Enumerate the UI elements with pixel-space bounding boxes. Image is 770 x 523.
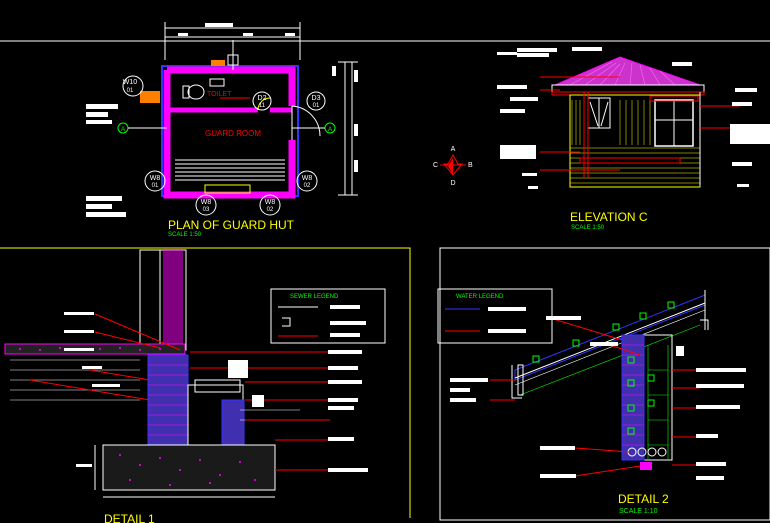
tag-w8b-code: W8 bbox=[302, 175, 313, 182]
compass-icon bbox=[440, 153, 466, 176]
tag-w8d-num: 02 bbox=[267, 207, 274, 213]
plan-drawing bbox=[86, 22, 358, 217]
toilet-room-label: TOILET bbox=[207, 91, 232, 98]
plan-title: PLAN OF GUARD HUT bbox=[168, 218, 295, 232]
water-legend-items bbox=[445, 307, 526, 333]
compass-s: D bbox=[450, 180, 455, 187]
detail2-scale: SCALE 1:10 bbox=[619, 508, 658, 515]
detail2-frame bbox=[439, 247, 770, 521]
tag-w8b-num: 02 bbox=[304, 183, 311, 189]
detail2-title: DETAIL 2 bbox=[618, 492, 669, 506]
guard-room-label: GUARD ROOM bbox=[205, 129, 261, 138]
sewer-legend-box bbox=[270, 288, 386, 344]
compass-w: C bbox=[433, 162, 438, 169]
tag-d2-num: 11 bbox=[259, 103, 266, 109]
tag-d2-code: D2 bbox=[258, 95, 267, 102]
compass-n: A bbox=[451, 146, 456, 153]
plan-scale: SCALE 1:50 bbox=[168, 232, 202, 238]
detail2-drawing bbox=[450, 290, 746, 480]
sewer-legend-title: SEWER LEGEND bbox=[290, 294, 339, 300]
elevation-scale: SCALE 1:50 bbox=[571, 225, 605, 231]
tag-w8c-code: W8 bbox=[201, 199, 212, 206]
elevation-title: ELEVATION C bbox=[570, 210, 648, 224]
tag-w8a-num: 01 bbox=[152, 183, 159, 189]
section-marker-right: A bbox=[328, 127, 332, 133]
tag-w8d-code: W8 bbox=[265, 199, 276, 206]
tag-d3-num: 01 bbox=[313, 103, 320, 109]
tag-w8a-code: W8 bbox=[150, 175, 161, 182]
tag-w8c-num: 03 bbox=[203, 207, 210, 213]
detail1-frame bbox=[0, 247, 411, 518]
detail1-title: DETAIL 1 bbox=[104, 512, 155, 523]
compass-e: B bbox=[468, 162, 473, 169]
section-marker-left: A bbox=[121, 127, 125, 133]
tag-w10-num: 01 bbox=[127, 88, 134, 94]
elevation-drawing bbox=[497, 47, 770, 189]
tag-d3-code: D3 bbox=[312, 95, 321, 102]
detail1-drawing bbox=[4, 249, 368, 498]
sewer-legend-items bbox=[278, 305, 366, 337]
water-legend-title: WATER LEGEND bbox=[456, 294, 504, 300]
tag-w10-code: W10 bbox=[123, 79, 138, 86]
